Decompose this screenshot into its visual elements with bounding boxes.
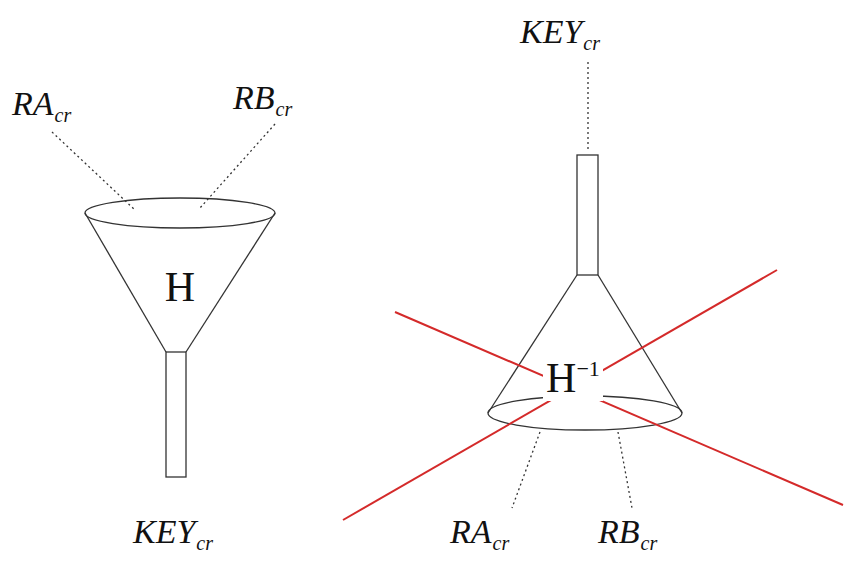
- funnel-side: [85, 213, 166, 352]
- variable-name: KEY: [133, 512, 195, 551]
- variable-name: RB: [233, 78, 275, 117]
- leader-line: [52, 132, 135, 210]
- inverse-funnel-label: H−1: [543, 355, 603, 401]
- cross-out-line: [343, 270, 777, 520]
- funnel-side: [488, 275, 577, 413]
- leader-line: [587, 62, 588, 150]
- function-symbol: H: [165, 266, 195, 308]
- funnel-side: [598, 275, 682, 413]
- variable-name: RB: [598, 512, 640, 551]
- funnel-label: H: [162, 264, 198, 310]
- variable-name: RA: [450, 512, 492, 551]
- variable-name: KEY: [520, 12, 582, 51]
- funnel-rim: [85, 198, 275, 228]
- subscript: cr: [583, 32, 600, 55]
- subscript: cr: [493, 532, 510, 555]
- function-symbol: H: [546, 357, 576, 399]
- funnel-rim: [488, 396, 682, 430]
- subscript: cr: [196, 532, 213, 555]
- variable-name: RA: [12, 84, 54, 123]
- funnel-stem: [166, 352, 186, 477]
- funnel-side: [186, 213, 275, 352]
- leader-line: [618, 432, 632, 508]
- subscript: cr: [55, 104, 72, 127]
- subscript: cr: [276, 98, 293, 121]
- subscript: cr: [641, 532, 658, 555]
- cross-out-line: [395, 312, 843, 505]
- exponent: −1: [576, 358, 599, 380]
- leader-line: [200, 124, 275, 208]
- funnel-stem: [577, 155, 598, 275]
- leader-line: [512, 432, 540, 508]
